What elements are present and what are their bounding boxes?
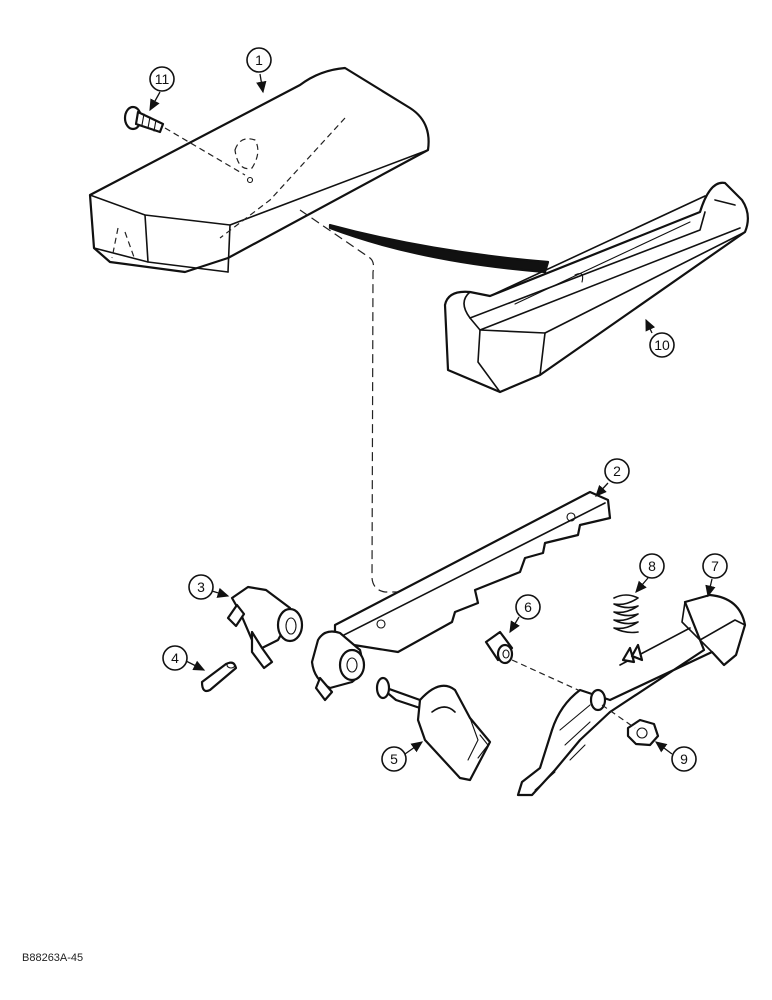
callout-part-9: 9 — [671, 746, 697, 772]
callout-part-10: 10 — [649, 332, 675, 358]
svg-text:2: 2 — [613, 463, 621, 479]
compression-spring — [613, 594, 639, 634]
callout-part-7: 7 — [702, 553, 728, 579]
roll-pin — [200, 661, 238, 693]
slide-plate — [333, 490, 612, 654]
svg-text:3: 3 — [197, 579, 205, 595]
bushing — [484, 630, 601, 701]
latch-cam — [226, 585, 304, 670]
callout-part-11: 11 — [149, 66, 175, 92]
flange-nut — [601, 704, 660, 747]
svg-text:7: 7 — [711, 558, 719, 574]
svg-text:9: 9 — [680, 751, 688, 767]
callout-part-4: 4 — [162, 645, 188, 671]
svg-text:6: 6 — [524, 599, 532, 615]
svg-text:4: 4 — [171, 650, 179, 666]
svg-text:8: 8 — [648, 558, 656, 574]
assembly-sweep-arrow — [328, 223, 550, 274]
screw — [123, 105, 246, 176]
armrest-pad — [88, 66, 430, 274]
svg-text:10: 10 — [654, 337, 670, 353]
callout-part-8: 8 — [639, 553, 665, 579]
pivot-shaft — [310, 630, 492, 782]
svg-text:5: 5 — [390, 751, 398, 767]
svg-text:11: 11 — [155, 71, 170, 87]
svg-text:1: 1 — [255, 52, 263, 68]
figure-reference: B88263A-45 — [22, 952, 83, 964]
pedal-lever — [516, 593, 747, 797]
callout-part-5: 5 — [381, 746, 407, 772]
callout-part-3: 3 — [188, 574, 214, 600]
callout-part-1: 1 — [246, 47, 272, 73]
assembly-centerline — [299, 209, 398, 593]
callout-part-2: 2 — [604, 458, 630, 484]
callout-part-6: 6 — [515, 594, 541, 620]
armrest-base — [443, 181, 749, 394]
